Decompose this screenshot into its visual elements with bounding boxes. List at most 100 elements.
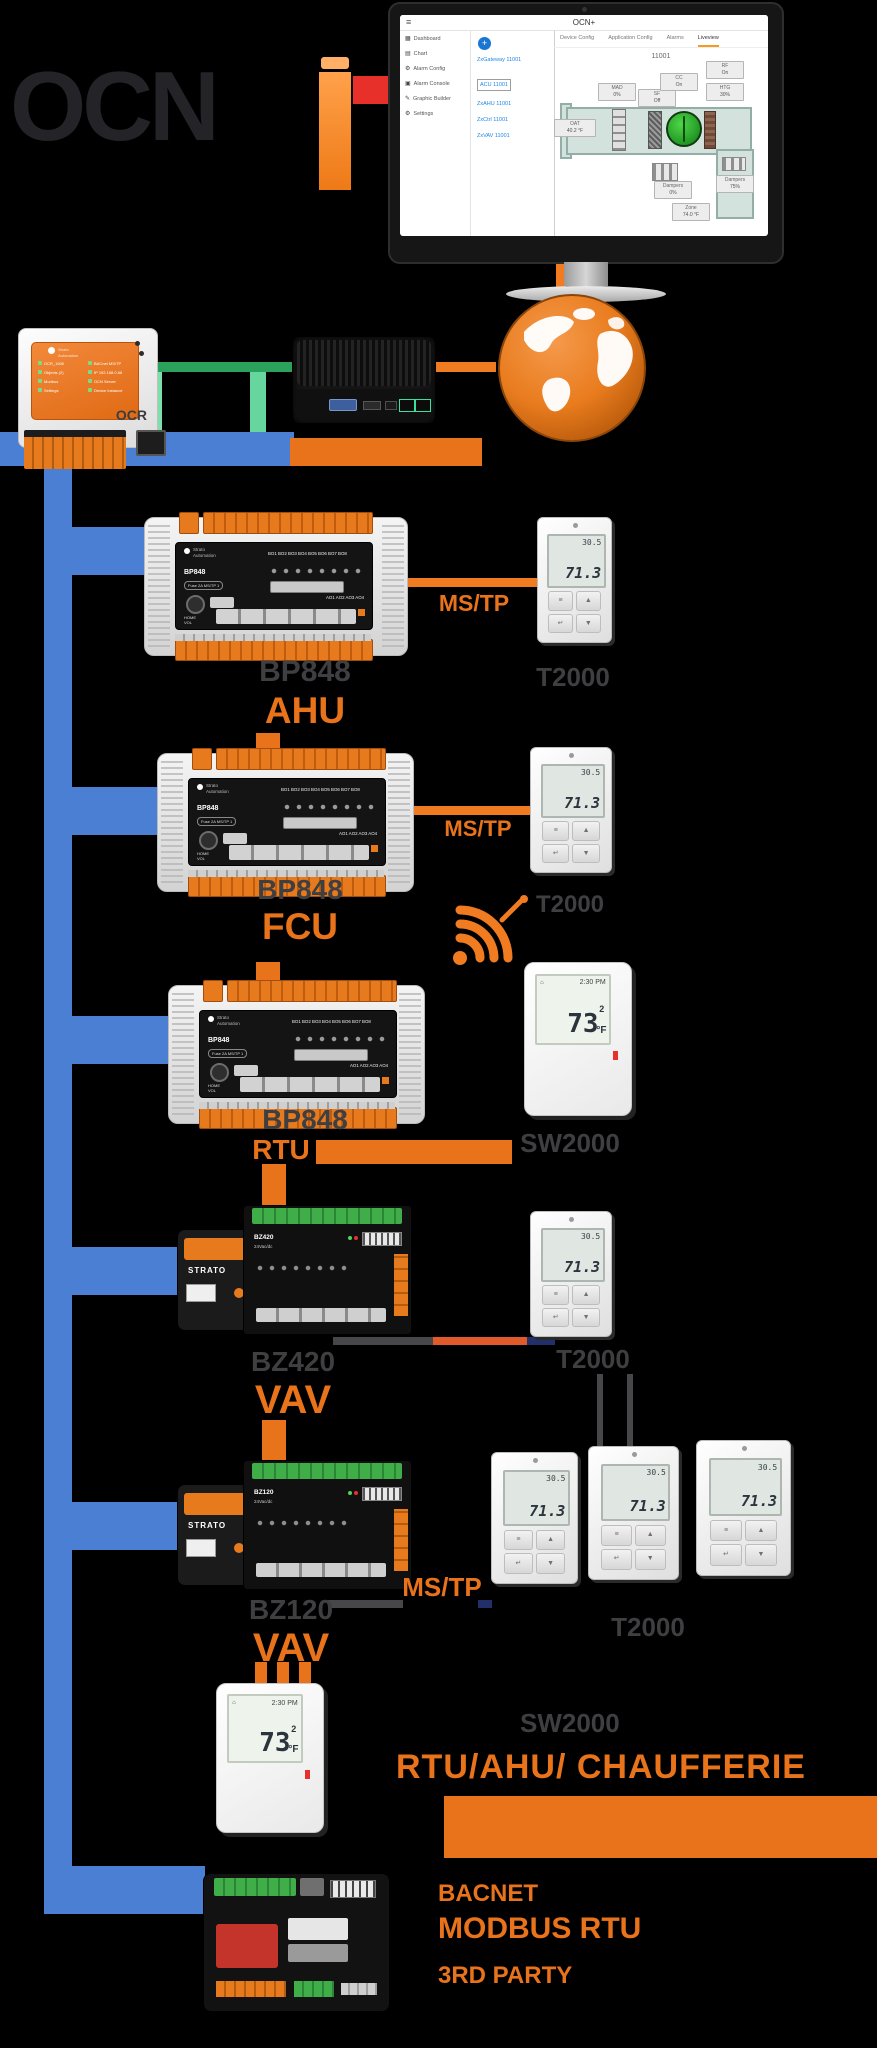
thermostat-lcd: 30.5 71.3 xyxy=(600,1464,671,1521)
sidebar-item-alarm-config[interactable]: ⚙ Alarm Config xyxy=(400,61,470,76)
sidebar-item-graphic-builder[interactable]: ✎ Graphic Builder xyxy=(400,91,470,106)
mini-pc-server xyxy=(292,336,436,424)
ocr-touchscreen[interactable]: Strato Automation OCR_1500 BACnet MS/TP … xyxy=(31,342,139,420)
terminal-block-green xyxy=(214,1878,296,1896)
sidebar-item-label: Chart xyxy=(413,50,428,57)
ahu-supply-slats xyxy=(722,157,746,171)
temperature-value: 71.3 xyxy=(565,563,602,582)
sidebar-item-dashboard[interactable]: ▦ Dashboard xyxy=(400,31,470,46)
label-row5-app: VAV xyxy=(252,1626,330,1670)
device-list-item[interactable]: ZxVAV 11001 xyxy=(477,133,510,139)
brand-name-2: Automation xyxy=(217,1021,240,1026)
label-row4-model: BZ420 xyxy=(250,1346,336,1377)
damper-actuator: STRATO xyxy=(177,1229,255,1331)
device-list-item-selected[interactable]: ACU 11001 xyxy=(477,79,512,91)
sensor-red-mark xyxy=(305,1769,311,1779)
ocr-menu-item[interactable]: OCN Server xyxy=(88,379,134,384)
line-row2-stat-bus xyxy=(407,806,530,815)
thermostat-buttons: ≡ ▲ ↵ ▼ xyxy=(710,1520,777,1566)
sidebar-item-label: Graphic Builder xyxy=(413,95,451,102)
screw-strip xyxy=(175,634,371,641)
label-bottom-sensor: SW2000 xyxy=(520,1708,620,1738)
ocr-menu-item[interactable]: Settings xyxy=(38,388,84,393)
tab-liveview[interactable]: Liveview xyxy=(697,31,719,47)
box-value: 74.0 °F xyxy=(682,212,700,218)
ocr-item-label: OCN Server xyxy=(94,379,116,384)
ocr-menu-item[interactable]: Device Instance xyxy=(88,388,134,393)
thermostat-lcd: 30.5 71.3 xyxy=(547,534,606,588)
up-button: ▲ xyxy=(572,1285,600,1305)
ocr-menu-item[interactable]: Objects (2) xyxy=(38,370,84,375)
orange-jumper xyxy=(371,845,378,852)
pin-connector xyxy=(270,581,344,593)
ethernet-port xyxy=(399,399,415,412)
setpoint-value: 30.5 xyxy=(582,538,602,548)
line-vav2-to-sensor-b xyxy=(277,1662,289,1686)
io-leds xyxy=(256,1519,352,1528)
setpoint-value: 30.5 xyxy=(580,768,601,778)
thermostat-buttons: ≡ ▲ ↵ ▼ xyxy=(548,591,601,634)
t2000-thermostat-row5-c: 30.5 71.3 ≡ ▲ ↵ ▼ xyxy=(696,1440,791,1576)
sidebar-item-chart[interactable]: ▤ Chart xyxy=(400,46,470,61)
t2000-thermostat-row4: 30.5 71.3 ≡ ▲ ↵ ▼ xyxy=(530,1211,612,1337)
ocr-menu-item[interactable]: BACnet MS/TP xyxy=(88,361,134,366)
sidebar-item-settings[interactable]: ⚙ Settings xyxy=(400,106,470,121)
brand-name: Strato xyxy=(58,347,69,352)
box-label: CC xyxy=(675,75,683,81)
ahu-coil xyxy=(704,111,716,149)
device-list-item[interactable]: ZxCtrl 11001 xyxy=(477,117,509,123)
brand-logo-plus-dot xyxy=(321,57,349,69)
status-icon xyxy=(88,370,92,374)
ocr-menu-item[interactable]: OCR_1500 xyxy=(38,361,84,366)
gear-icon: ⚙ xyxy=(405,111,411,117)
tab-device-config[interactable]: Device Config xyxy=(560,35,595,41)
ocr-menu-item[interactable]: Modbus xyxy=(38,379,84,384)
ocr-led xyxy=(139,351,144,356)
app-sidebar: ▦ Dashboard ▤ Chart ⚙ Alarm Config ▣ Ala… xyxy=(400,31,471,236)
brand-logo-text: OCN xyxy=(10,51,220,161)
ocr-item-label: Objects (2) xyxy=(44,370,64,375)
sidebar-item-alarm-console[interactable]: ▣ Alarm Console xyxy=(400,76,470,91)
device-list-item[interactable]: ZxAHU 11001 xyxy=(477,101,512,107)
device-tree-add-icon[interactable]: + xyxy=(478,37,491,50)
actuator-orange-band xyxy=(184,1493,246,1515)
menu-icon[interactable]: ≡ xyxy=(406,17,412,27)
thermostat-lcd: 30.5 71.3 xyxy=(541,764,605,818)
terminal-block xyxy=(192,748,212,770)
status-led xyxy=(348,1236,352,1240)
tab-application-config[interactable]: Application Config xyxy=(608,35,653,41)
label-row4-app: VAV xyxy=(254,1378,332,1422)
port-modules xyxy=(256,1308,386,1322)
dip-switches xyxy=(362,1232,402,1246)
device-list-item[interactable]: ZxGateway 11001 xyxy=(477,57,522,63)
usb-round-port xyxy=(210,1063,229,1082)
sidebar-item-label: Settings xyxy=(413,110,434,117)
line-row5-stat-bus-gray xyxy=(328,1600,403,1608)
ocr-menu-item[interactable]: IP 192.168.0.68 xyxy=(88,370,134,375)
model-print: BZ120 xyxy=(254,1489,274,1496)
thermostat-lcd: 30.5 71.3 xyxy=(541,1228,605,1282)
brand-name-2: Automation xyxy=(206,789,229,794)
setpoint-value: 30.5 xyxy=(546,1473,566,1483)
temperature-value: 71.3 xyxy=(564,793,601,812)
unit-heading: 11001 xyxy=(651,53,671,60)
fuse-print: Fuse 2A MS/TP 1 xyxy=(184,581,224,590)
menu-button: ≡ xyxy=(503,1529,533,1551)
binary-outputs-print: BO1 BO2 BO3 BO4 BO5 BO6 BO7 BO8 xyxy=(281,787,360,792)
tab-alarms[interactable]: Alarms xyxy=(666,35,684,41)
ocr-ethernet-port xyxy=(136,430,166,456)
ocr-item-label: Settings xyxy=(44,388,59,393)
strato-logo-icon xyxy=(208,1016,214,1022)
actuator-window xyxy=(186,1284,216,1302)
box-label: Dampers xyxy=(724,177,746,183)
binary-outputs-print: BO1 BO2 BO3 BO4 BO5 BO6 BO7 BO8 xyxy=(268,551,347,556)
